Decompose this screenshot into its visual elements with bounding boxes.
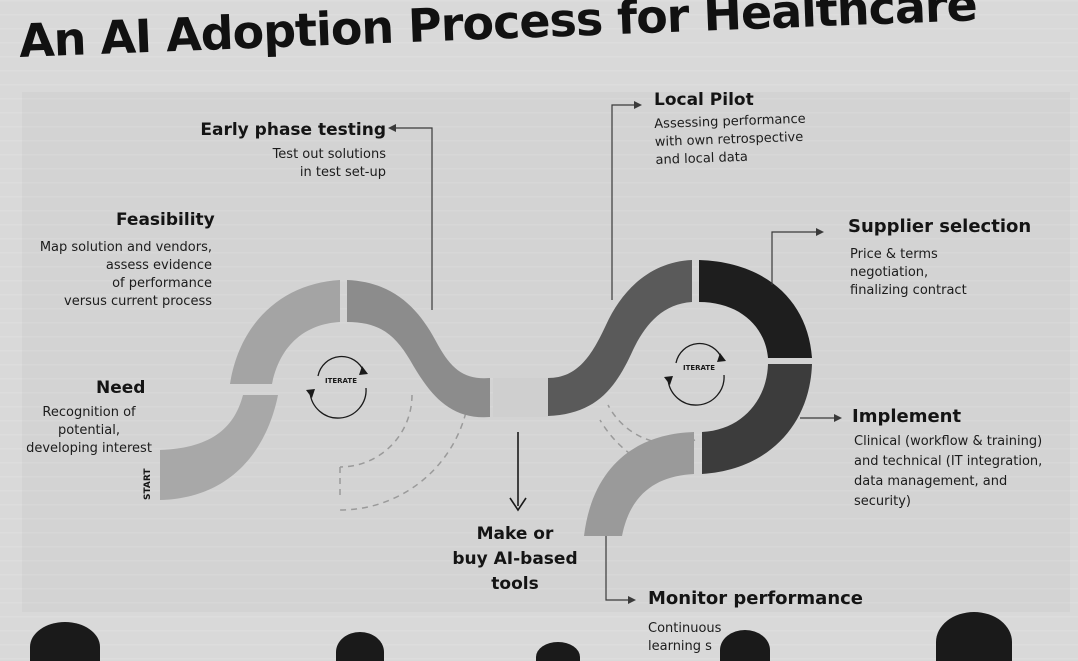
feasibility-description: Map solution and vendors, assess evidenc… [39,240,212,309]
supplier-selection-description: Price & terms negotiation, finalizing co… [850,247,967,298]
segment-need [160,395,278,500]
early-testing-description: Test out solutions in test set-up [272,147,386,180]
segment-local-pilot [548,260,692,416]
monitor-performance-description: Continuous learning s [648,621,722,654]
need-title: Need [96,378,146,398]
start-label: START [143,468,153,500]
segment-monitor [584,432,694,536]
left-dashed-guide [339,394,413,468]
audience-head-4 [720,630,770,661]
arrowhead-local-pilot [634,101,642,109]
arrowhead-supplier [816,228,824,236]
leader-supplier [771,231,818,285]
need-description: Recognition of potential, developing int… [26,405,152,456]
audience-head-5 [936,612,1012,661]
arrowhead-monitor [628,596,636,604]
leader-early-testing [392,127,433,310]
segment-early-testing [347,280,490,418]
monitor-performance-title: Monitor performance [648,588,864,609]
early-testing-title: Early phase testing [200,120,386,140]
make-or-buy-arrowhead [509,497,527,512]
local-pilot-title: Local Pilot [654,90,754,110]
implement-title: Implement [852,406,962,427]
leader-monitor [605,536,630,601]
iterate-label-left: ITERATE [325,377,357,385]
make-or-buy-label: Make or buy AI-based tools [452,524,578,594]
iterate-icon-left: ITERATE [306,355,368,419]
leader-local-pilot [611,104,636,300]
arrowhead-early-testing [388,124,396,132]
audience-head-1 [30,622,100,661]
supplier-selection-title: Supplier selection [848,216,1032,237]
iterate-icon-right: ITERATE [664,342,726,406]
segment-feasibility [230,280,340,384]
audience-head-2 [336,632,384,661]
feasibility-title: Feasibility [116,210,215,230]
local-pilot-description: Assessing performance with own retrospec… [654,111,806,168]
diagram-panel [22,92,1070,612]
audience-head-3 [536,642,580,661]
segment-supplier [699,260,812,358]
segment-bridge [493,378,548,417]
segment-implement [702,364,812,474]
implement-description: Clinical (workflow & training) and techn… [854,434,1043,509]
iterate-label-right: ITERATE [683,364,715,372]
arrowhead-implement [834,414,842,422]
